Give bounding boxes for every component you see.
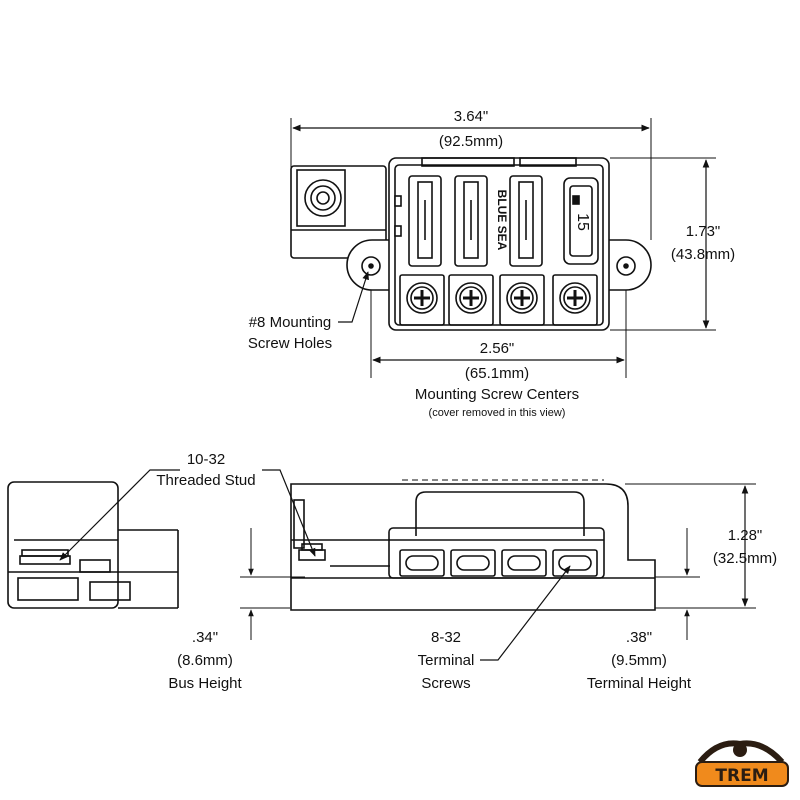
fuse-15a xyxy=(563,177,599,265)
terminal-screws-line1: 8-32 xyxy=(431,629,461,646)
bus-height-label: Bus Height xyxy=(168,675,242,692)
stud-line1: 10-32 xyxy=(187,451,225,468)
left-mount-ear xyxy=(346,239,390,291)
height-mm: (43.8mm) xyxy=(671,246,735,263)
brand-text: BLUE SEA xyxy=(495,190,509,251)
fuse-slot-3 xyxy=(509,175,543,267)
terminal-screws-line2: Terminal xyxy=(418,652,475,669)
total-height-in: 1.28" xyxy=(728,527,763,544)
mount-holes-line1: #8 Mounting xyxy=(249,314,332,331)
screw-centers-note: (cover removed in this view) xyxy=(429,407,566,419)
terminal-height-label: Terminal Height xyxy=(587,675,692,692)
right-mount-ear xyxy=(608,239,652,291)
stud-leader-right xyxy=(262,469,316,557)
screw-centers-title: Mounting Screw Centers xyxy=(415,386,579,403)
screw-centers-in: 2.56" xyxy=(480,340,515,357)
stud-leader-left xyxy=(59,469,180,561)
terminal-screw-2 xyxy=(448,274,494,326)
width-in: 3.64" xyxy=(454,108,489,125)
terminal-screws-line3: Screws xyxy=(421,675,470,692)
bus-height-in: .34" xyxy=(192,629,218,646)
bus-height-mm: (8.6mm) xyxy=(177,652,233,669)
terminal-screw-3 xyxy=(499,274,545,326)
stud-block xyxy=(290,165,387,259)
terminal-height-mm: (9.5mm) xyxy=(611,652,667,669)
terminal-screw-4 xyxy=(552,274,598,326)
trem-logo: TREM xyxy=(695,740,789,787)
screw-centers-mm: (65.1mm) xyxy=(465,365,529,382)
stud-line2: Threaded Stud xyxy=(156,472,255,489)
top-view: 15 BLUE SEA xyxy=(290,118,716,378)
terminal-screws-leader xyxy=(480,565,571,661)
mount-holes-line2: Screw Holes xyxy=(248,335,332,352)
logo-text: TREM xyxy=(715,766,768,786)
fuse-slot-2 xyxy=(454,175,488,267)
fuse-rating: 15 xyxy=(574,213,591,231)
total-height-mm: (32.5mm) xyxy=(713,550,777,567)
mount-holes-leader xyxy=(338,271,369,323)
terminal-height-in: .38" xyxy=(626,629,652,646)
front-view xyxy=(290,479,656,611)
height-in: 1.73" xyxy=(686,223,721,240)
fuse-slot-1 xyxy=(408,175,442,267)
end-view xyxy=(7,481,179,609)
terminal-screw-1 xyxy=(399,274,445,326)
width-mm: (92.5mm) xyxy=(439,133,503,150)
